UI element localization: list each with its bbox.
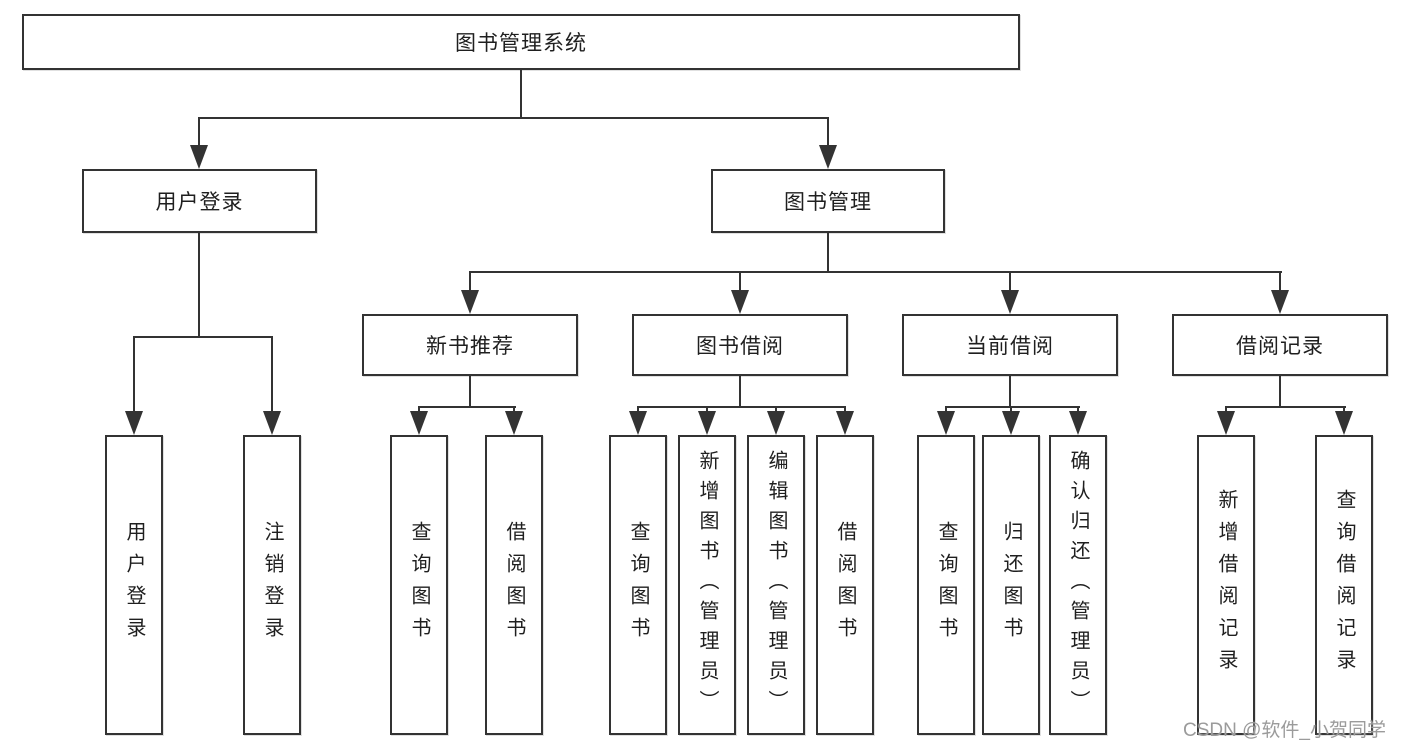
node-book-management: 图书管理 [711, 169, 945, 233]
connector-records-bus [1225, 406, 1346, 408]
arrowhead-leaf [698, 411, 716, 435]
leaf-query-books-borrowing: 查询图书 [609, 435, 667, 735]
arrowhead-leaf [505, 411, 523, 435]
connector-currentborrow-bus [945, 406, 1080, 408]
leaf-query-books-recommend: 查询图书 [390, 435, 448, 735]
connector-records-stem [1279, 376, 1281, 407]
leaf-return-books: 归还图书 [982, 435, 1040, 735]
connector-login-bus [133, 336, 273, 338]
arrowhead-leaf [937, 411, 955, 435]
leaf-label: 用户登录 [123, 521, 145, 649]
connector-mgmt-bus [469, 271, 1282, 273]
connector-bookborrow-stem [739, 376, 741, 407]
node-label: 借阅记录 [1236, 335, 1324, 358]
arrowhead-leaf-user-login [125, 411, 143, 435]
node-book-borrowing: 图书借阅 [632, 314, 848, 376]
node-label: 图书借阅 [696, 335, 784, 358]
arrowhead-leaf [767, 411, 785, 435]
leaf-label: 编辑图书（管理员） [765, 450, 787, 720]
connector-drop-book-management [827, 117, 829, 149]
leaf-user-login: 用户登录 [105, 435, 163, 735]
connector-bookborrow-bus [637, 406, 846, 408]
leaf-label: 借阅图书 [834, 521, 856, 649]
leaf-label: 查询图书 [627, 521, 649, 649]
arrowhead-leaf [1002, 411, 1020, 435]
arrowhead-new-books [461, 290, 479, 314]
connector-root-stem [520, 70, 522, 117]
leaf-label: 新增图书（管理员） [696, 450, 718, 720]
connector-drop-current-borrowing [1009, 271, 1011, 294]
node-label: 用户登录 [155, 191, 244, 214]
leaf-label: 查询借阅记录 [1333, 489, 1355, 681]
connector-drop-borrowing-records [1279, 271, 1281, 294]
leaf-label: 确认归还（管理员） [1067, 450, 1089, 720]
connector-login-stem [198, 233, 200, 336]
leaf-add-borrow-record: 新增借阅记录 [1197, 435, 1255, 735]
connector-drop-user-login [198, 117, 200, 149]
leaf-label: 查询图书 [408, 521, 430, 649]
leaf-logout: 注销登录 [243, 435, 301, 735]
leaf-borrow-books-recommend: 借阅图书 [485, 435, 543, 735]
arrowhead-current-borrowing [1001, 290, 1019, 314]
node-label: 当前借阅 [966, 335, 1054, 358]
arrowhead-user-login [190, 145, 208, 169]
connector-drop-new-books [469, 271, 471, 294]
connector-root-bus [198, 117, 829, 119]
leaf-label: 新增借阅记录 [1215, 489, 1237, 681]
arrowhead-leaf [1069, 411, 1087, 435]
node-user-login: 用户登录 [82, 169, 317, 233]
connector-newbooks-stem [469, 376, 471, 407]
node-new-book-recommendation: 新书推荐 [362, 314, 578, 376]
leaf-add-books-admin: 新增图书（管理员） [678, 435, 736, 735]
arrowhead-leaf [1335, 411, 1353, 435]
leaf-edit-books-admin: 编辑图书（管理员） [747, 435, 805, 735]
node-current-borrowing: 当前借阅 [902, 314, 1118, 376]
connector-drop-leaf-logout [271, 336, 273, 415]
leaf-query-books-current: 查询图书 [917, 435, 975, 735]
connector-drop-book-borrowing [739, 271, 741, 294]
connector-newbooks-bus [418, 406, 516, 408]
node-library-management-system: 图书管理系统 [22, 14, 1020, 70]
arrowhead-leaf-logout [263, 411, 281, 435]
leaf-query-borrow-record: 查询借阅记录 [1315, 435, 1373, 735]
arrowhead-book-borrowing [731, 290, 749, 314]
arrowhead-leaf [410, 411, 428, 435]
leaf-label: 注销登录 [261, 521, 283, 649]
arrowhead-leaf [1217, 411, 1235, 435]
connector-currentborrow-stem [1009, 376, 1011, 407]
node-label: 图书管理系统 [455, 32, 587, 55]
node-label: 新书推荐 [426, 335, 514, 358]
leaf-confirm-return-admin: 确认归还（管理员） [1049, 435, 1107, 735]
connector-mgmt-stem [827, 233, 829, 273]
node-borrowing-records: 借阅记录 [1172, 314, 1388, 376]
leaf-label: 查询图书 [935, 521, 957, 649]
arrowhead-leaf [629, 411, 647, 435]
leaf-borrow-books-borrowing: 借阅图书 [816, 435, 874, 735]
connector-drop-leaf-user-login [133, 336, 135, 415]
node-label: 图书管理 [784, 191, 872, 214]
arrowhead-leaf [836, 411, 854, 435]
arrowhead-borrowing-records [1271, 290, 1289, 314]
leaf-label: 归还图书 [1000, 521, 1022, 649]
leaf-label: 借阅图书 [503, 521, 525, 649]
csdn-watermark: CSDN @软件_小贺同学 [1183, 720, 1386, 741]
arrowhead-book-management [819, 145, 837, 169]
